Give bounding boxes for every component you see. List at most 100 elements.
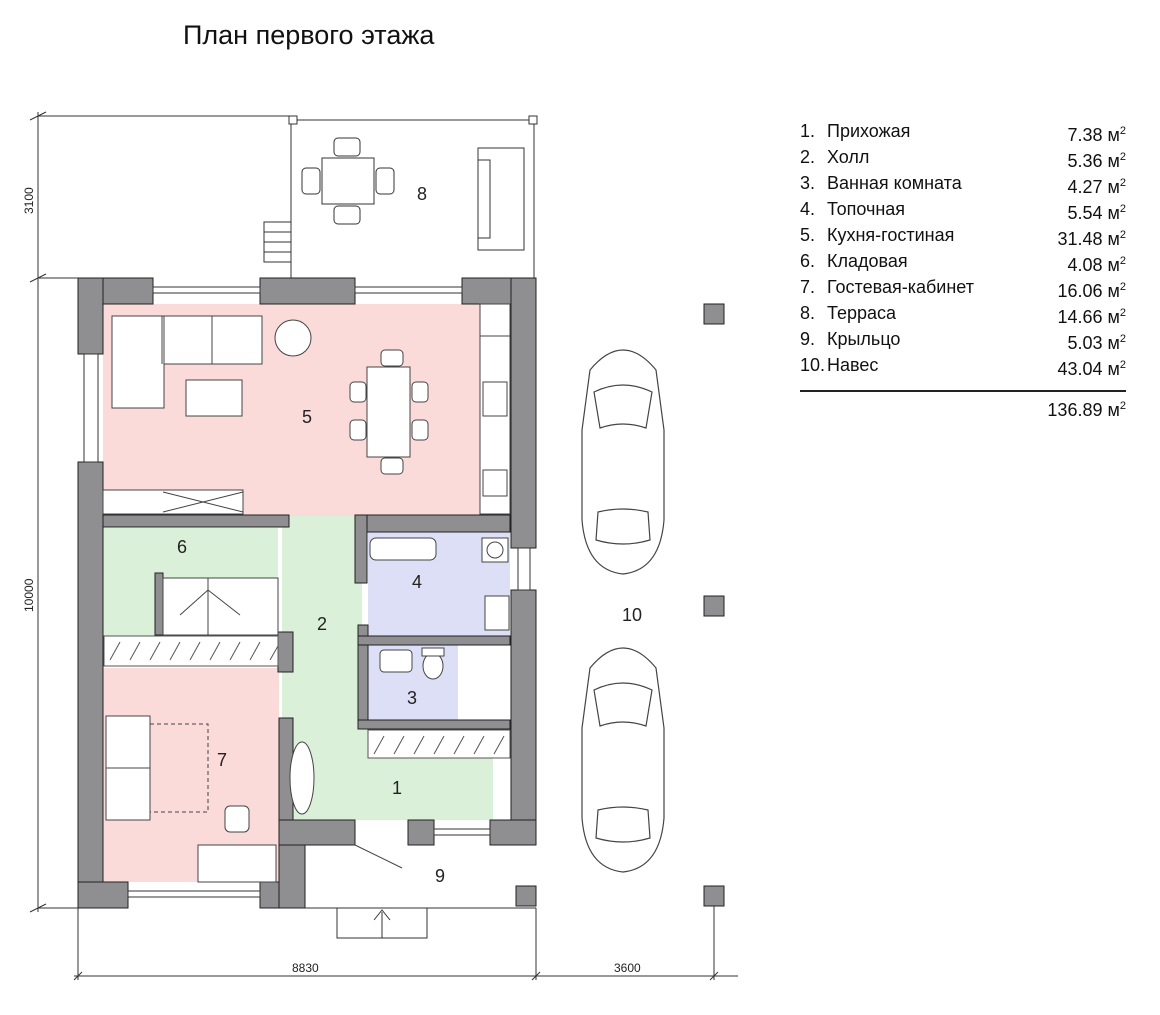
legend-room-name: Крыльцо <box>827 329 901 349</box>
legend-index: 9. <box>800 329 816 349</box>
legend-room-name: Навес <box>827 355 879 375</box>
carport-post-1 <box>703 303 725 325</box>
legend-area-power: 2 <box>1119 281 1126 293</box>
desk-chair <box>224 805 250 833</box>
legend-area: 43.04 м2 <box>1057 352 1126 379</box>
legend-area-power: 2 <box>1119 177 1126 189</box>
dining-chair-6 <box>411 419 429 441</box>
hall-mirror <box>289 741 315 815</box>
carport-post-3 <box>703 885 725 907</box>
terrace-step-2 <box>263 231 292 243</box>
terrace-sofa-back <box>477 159 491 239</box>
legend-area: 5.54 м2 <box>1067 196 1126 223</box>
legend-area-value: 31.48 <box>1057 229 1103 249</box>
legend-area: 31.48 м2 <box>1057 222 1126 249</box>
legend-room-name: Кладовая <box>827 251 908 271</box>
legend-index: 7. <box>800 277 816 297</box>
legend-index: 2. <box>800 147 816 167</box>
car-1-rear <box>595 508 651 545</box>
bathtub <box>369 537 437 561</box>
legend-index: 6. <box>800 251 816 271</box>
stair-arrow <box>179 589 241 616</box>
terrace-table <box>321 157 375 205</box>
wall-int-7 <box>277 631 294 673</box>
windows <box>83 286 531 898</box>
window-left <box>83 353 99 463</box>
tv-console-diag-2 <box>162 491 244 513</box>
legend-room-name: Ванная комната <box>827 173 962 193</box>
legend-area: 5.03 м2 <box>1067 326 1126 353</box>
window-top-2 <box>354 286 463 294</box>
legend-area-unit: м <box>1107 125 1120 145</box>
legend-area: 14.66 м2 <box>1057 300 1126 327</box>
stove <box>482 381 508 417</box>
legend-index: 5. <box>800 225 816 245</box>
room-number-4: 4 <box>412 572 422 592</box>
legend-room-name: Прихожая <box>827 121 911 141</box>
wall-int-6 <box>357 719 511 730</box>
room-number-9: 9 <box>435 866 445 886</box>
window-entry <box>433 828 491 836</box>
legend-room-name: Топочная <box>827 199 906 219</box>
legend-index: 10. <box>800 355 826 375</box>
wardrobe-hatch-marks-1 <box>109 641 279 661</box>
dim-label-10000: 10000 <box>22 578 36 612</box>
wall-right-lower <box>510 589 537 846</box>
legend-area-value: 5.36 <box>1067 151 1103 171</box>
plan-title: План первого этажа <box>183 20 435 50</box>
legend-area-unit: м <box>1107 359 1120 379</box>
car-2-windshield <box>593 682 653 727</box>
legend-index: 4. <box>800 199 816 219</box>
dining-chair-1 <box>380 349 404 367</box>
legend-area-power: 2 <box>1119 151 1126 163</box>
car-2 <box>581 647 665 873</box>
terrace-chair-2 <box>333 205 361 225</box>
legend-area-unit: м <box>1107 177 1120 197</box>
legend-index: 3. <box>800 173 816 193</box>
sofa-corner <box>111 315 165 409</box>
terrace-step-3 <box>263 241 292 253</box>
car-1 <box>581 349 665 575</box>
window-bottom <box>127 890 261 898</box>
legend-row: 4. Топочная 5.54 м2 <box>800 196 1126 223</box>
wall-top-mid <box>259 277 356 305</box>
porch-step-arrowhead <box>373 909 391 921</box>
legend-room: 2.Холл <box>800 144 869 170</box>
legend-area-value: 16.06 <box>1057 281 1103 301</box>
room-number-3: 3 <box>407 688 417 708</box>
terrace-sofa <box>477 147 525 251</box>
room-numbers: 1 2 3 4 5 6 7 8 9 10 <box>177 184 642 886</box>
tv-console <box>102 489 244 515</box>
legend-area-value: 4.27 <box>1067 177 1103 197</box>
legend-total-value: 136.89 <box>1047 400 1103 420</box>
wardrobe-hatch-2 <box>367 729 511 759</box>
legend-room: 1.Прихожая <box>800 118 910 144</box>
room-number-1: 1 <box>392 778 402 798</box>
room-number-6: 6 <box>177 537 187 557</box>
bathroom-sink <box>379 649 413 673</box>
porch-post <box>515 885 537 907</box>
legend-room: 5.Кухня-гостиная <box>800 222 954 248</box>
window-right <box>517 547 531 591</box>
legend-room-name: Гостевая-кабинет <box>827 277 974 297</box>
legend-area-power: 2 <box>1119 359 1126 371</box>
legend-area-power: 2 <box>1119 229 1126 241</box>
terrace-chair-1 <box>333 137 361 157</box>
round-table <box>274 319 312 357</box>
dining-table <box>366 366 411 458</box>
wall-int-9 <box>154 572 164 636</box>
wall-right-upper <box>510 277 537 549</box>
dim-label-8830: 8830 <box>292 961 319 975</box>
car-1-windshield <box>593 384 653 429</box>
terrace-post-left <box>288 115 298 125</box>
legend-area-unit: м <box>1107 255 1120 275</box>
wardrobe-hatch-1 <box>103 635 279 667</box>
legend-total-unit: м2 <box>1107 400 1127 420</box>
